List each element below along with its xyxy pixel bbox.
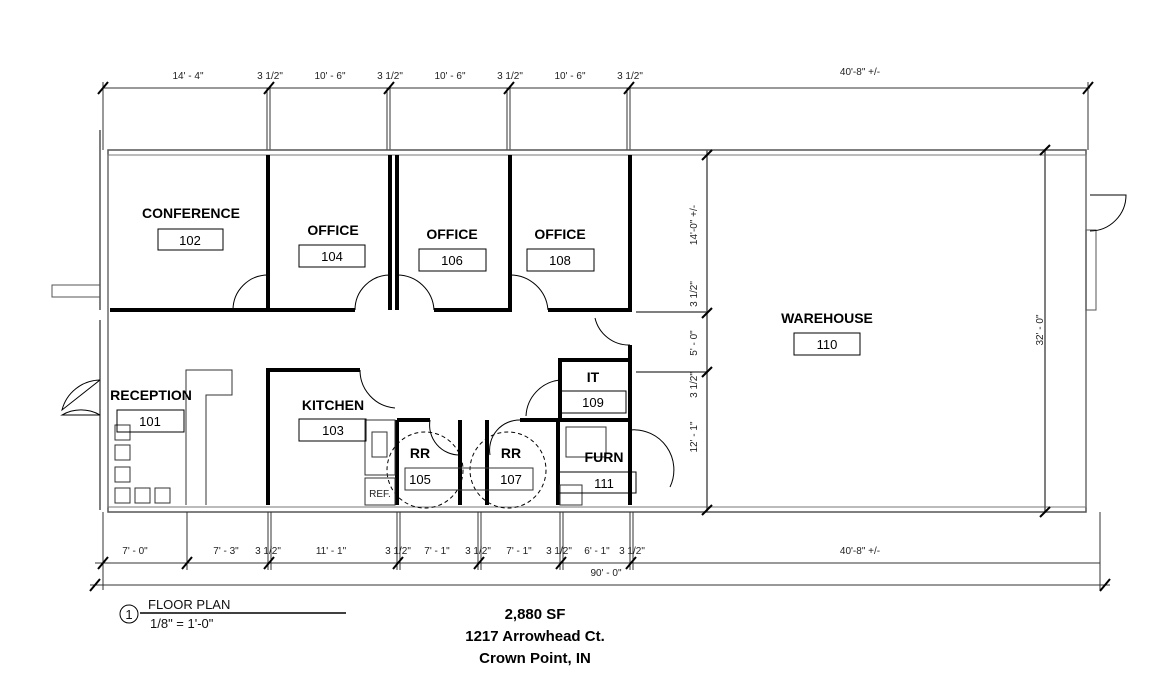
room-number: 107 xyxy=(500,472,522,487)
room-number: 103 xyxy=(322,423,344,438)
area-label: 2,880 SF xyxy=(505,606,566,623)
room-name: OFFICE xyxy=(534,226,585,242)
bottom-dimension: 3 1/2" xyxy=(255,546,281,557)
right-dimension: 3 1/2" xyxy=(689,372,700,398)
right-dimension: 5' - 0" xyxy=(689,330,700,356)
right-dimension: 12' - 1" xyxy=(689,421,700,452)
room-name: WAREHOUSE xyxy=(781,310,873,326)
top-dimension: 40'-8" +/- xyxy=(840,67,880,78)
title-block: 1 FLOOR PLAN 1/8" = 1'-0" xyxy=(119,597,346,631)
top-dimension: 10' - 6" xyxy=(554,71,585,82)
top-dimension: 3 1/2" xyxy=(377,71,403,82)
exterior-walls xyxy=(51,130,1127,513)
room-number: 104 xyxy=(321,249,343,264)
top-dimension: 3 1/2" xyxy=(617,71,643,82)
bottom-dimension: 6' - 1" xyxy=(584,546,610,557)
room-number: 110 xyxy=(817,337,838,352)
refrigerator xyxy=(364,477,396,506)
bottom-dimension: 40'-8" +/- xyxy=(840,546,880,557)
bottom-dimension-lines xyxy=(89,512,1111,592)
interior-walls xyxy=(110,150,708,512)
room-name: RR xyxy=(410,445,430,461)
drawing-title: FLOOR PLAN xyxy=(148,597,230,612)
bottom-dimension: 3 1/2" xyxy=(385,546,411,557)
city-label: Crown Point, IN xyxy=(479,650,591,667)
bottom-dimension: 7' - 1" xyxy=(424,546,450,557)
room-name: CONFERENCE xyxy=(142,205,240,221)
room-name: KITCHEN xyxy=(302,397,364,413)
room-number: 102 xyxy=(179,233,201,248)
overall-height: 32' - 0" xyxy=(1035,314,1046,345)
drawing-scale: 1/8" = 1'-0" xyxy=(150,616,214,631)
room-number: 108 xyxy=(549,253,571,268)
room-number: 105 xyxy=(409,472,431,487)
bottom-dimension: 7' - 3" xyxy=(213,546,239,557)
top-dimension: 10' - 6" xyxy=(434,71,465,82)
room-name: IT xyxy=(587,369,600,385)
address-label: 1217 Arrowhead Ct. xyxy=(465,628,605,645)
room-name: FURN xyxy=(585,449,624,465)
top-dimension: 14' - 4" xyxy=(172,71,203,82)
right-dimension: 14'-0" +/- xyxy=(689,205,700,245)
drawing-number: 1 xyxy=(125,607,132,622)
top-dimension: 3 1/2" xyxy=(497,71,523,82)
fixture-label: REF. xyxy=(369,489,391,500)
room-name: RR xyxy=(501,445,521,461)
bottom-dimension: 3 1/2" xyxy=(546,546,572,557)
right-dimension-line xyxy=(701,144,1051,518)
room-name: OFFICE xyxy=(426,226,477,242)
bottom-dimension: 7' - 1" xyxy=(506,546,532,557)
top-dimension: 10' - 6" xyxy=(314,71,345,82)
room-name: RECEPTION xyxy=(110,387,192,403)
top-dimension-line xyxy=(97,81,1094,150)
overall-width: 90' - 0" xyxy=(590,568,621,579)
room-number: 106 xyxy=(441,253,463,268)
bottom-dimension: 3 1/2" xyxy=(619,546,645,557)
room-name: OFFICE xyxy=(307,222,358,238)
bottom-dimension: 11' - 1" xyxy=(316,546,347,557)
room-number: 111 xyxy=(594,476,614,491)
bottom-dimension: 7' - 0" xyxy=(122,546,148,557)
right-dimension: 3 1/2" xyxy=(689,281,700,307)
bottom-dimension: 3 1/2" xyxy=(465,546,491,557)
room-number: 109 xyxy=(582,395,604,410)
room-number: 101 xyxy=(139,414,161,429)
top-dimension: 3 1/2" xyxy=(257,71,283,82)
